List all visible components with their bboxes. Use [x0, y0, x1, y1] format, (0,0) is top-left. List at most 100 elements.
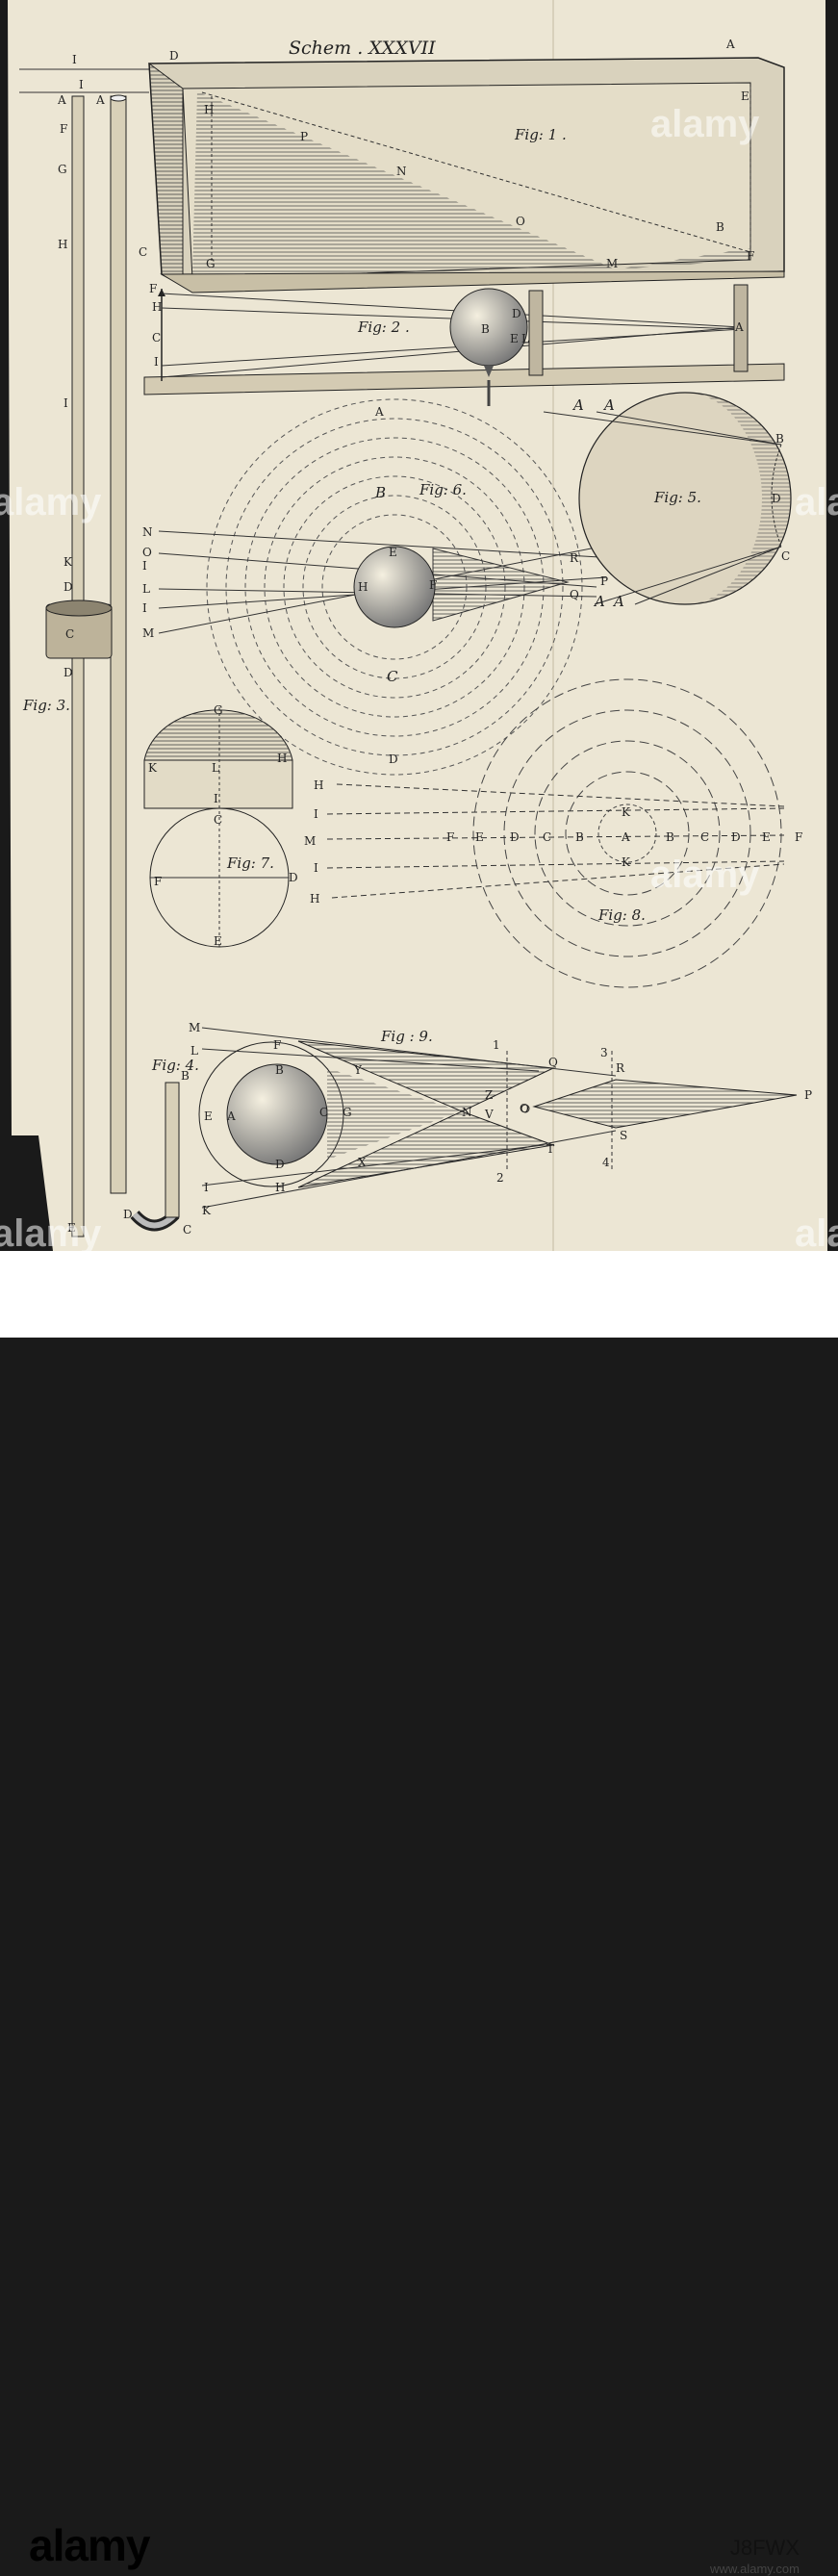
- fig6-letter-I-lower: I: [142, 601, 147, 615]
- fig6-letter-O: O: [142, 546, 152, 559]
- fig1-letter-I-2: I: [79, 78, 84, 91]
- fig8-letter-F-right: F: [795, 830, 802, 844]
- fig1-caption: Fig: 1 .: [514, 126, 567, 143]
- fig1-letter-I-top: I: [72, 53, 77, 66]
- fig6-letter-H: H: [358, 580, 368, 594]
- fig9-eclipse: [198, 1027, 798, 1209]
- fig9-letter-Q: Q: [548, 1056, 558, 1069]
- fig9-letter-C: C: [319, 1106, 328, 1119]
- fig1-letter-D: D: [169, 49, 179, 63]
- fig1-letter-F: F: [747, 249, 754, 263]
- fig8-letter-D-left: D: [510, 830, 520, 844]
- fig8-letter-I-top: I: [314, 807, 318, 821]
- fig8-letter-D-right: D: [731, 830, 741, 844]
- fig4-letter-B: B: [181, 1069, 190, 1083]
- fig5-letter-P: P: [600, 574, 608, 588]
- fig2-letter-A: A: [734, 320, 744, 334]
- fig5-letter-A2: A: [602, 396, 615, 414]
- fig9-letter-K: K: [202, 1204, 212, 1217]
- fig5-globe: [543, 392, 792, 605]
- fig9-letter-V: V: [484, 1108, 494, 1121]
- fig3-right-letter-A: A: [95, 93, 105, 107]
- fig8-letter-H-bottom: H: [310, 892, 319, 905]
- watermark-right: alamy: [795, 481, 838, 523]
- fig7-letter-C: C: [214, 813, 222, 827]
- stock-banner: alamy J8FWX www.alamy.com: [0, 1251, 838, 2576]
- fig8-letter-M: M: [304, 834, 316, 848]
- fig9-letter-L: L: [190, 1044, 198, 1058]
- fig7-letter-D: D: [289, 871, 298, 884]
- watermark-top-right: alamy: [650, 103, 760, 145]
- fig5-letter-A1: A: [571, 396, 584, 414]
- plate-svg: Schem . XXXVII I I D A H E P N O B C G M…: [0, 0, 838, 1255]
- fig9-letter-T: T: [546, 1142, 554, 1156]
- fig6-letter-D: D: [389, 752, 398, 766]
- fig5-letter-A4: A: [612, 593, 624, 610]
- fig9-letter-X: X: [358, 1156, 367, 1169]
- fig7-letter-L: L: [212, 761, 219, 775]
- fig9-letter-R: R: [616, 1061, 625, 1075]
- fig7-letter-H: H: [277, 752, 287, 765]
- fig8-letter-A: A: [621, 830, 630, 844]
- fig7-letter-E: E: [214, 934, 222, 948]
- image-id: J8FWX: [729, 2536, 800, 2560]
- fig9-letter-S: S: [620, 1129, 627, 1142]
- fig2-letter-B: B: [481, 322, 490, 336]
- fig2-letter-D: D: [512, 307, 521, 320]
- fig6-letter-I-upper: I: [142, 559, 147, 573]
- watermark-bottom-right: alamy: [795, 1212, 838, 1251]
- fig1-letter-M: M: [606, 257, 618, 270]
- fig3-letter-D-upper: D: [63, 580, 73, 594]
- fig5-letter-D: D: [772, 492, 781, 505]
- fig3-letter-F: F: [60, 122, 67, 136]
- fig6-letter-C: C: [387, 668, 398, 685]
- watermark-bottom-left: alamy: [0, 1212, 102, 1251]
- fig3-letter-E: E: [67, 1221, 76, 1235]
- fig8-letter-H-top: H: [314, 778, 323, 792]
- fig8-letter-E-left: E: [475, 830, 484, 844]
- fig7-caption: Fig: 7.: [226, 854, 274, 872]
- fig2-letter-F: F: [149, 282, 157, 295]
- fig9-number-3: 3: [600, 1046, 608, 1059]
- fig3-letter-D-lower: D: [63, 666, 73, 679]
- fig9-number-4: 4: [602, 1156, 610, 1169]
- fig3-letter-I: I: [63, 396, 68, 410]
- fig7-shapes: [143, 707, 293, 948]
- fig9-number-2: 2: [496, 1171, 504, 1185]
- fig1-letter-C: C: [139, 245, 147, 259]
- fig5-letter-A3: A: [593, 593, 605, 610]
- fig8-letter-B-left: B: [575, 830, 584, 844]
- fig9-letter-P: P: [804, 1088, 812, 1102]
- fig7-letter-I: I: [214, 792, 218, 805]
- fig9-letter-O: O: [520, 1102, 529, 1115]
- fig9-letter-F: F: [273, 1038, 281, 1052]
- fig9-letter-N: N: [462, 1106, 472, 1119]
- fig6-letter-B: B: [374, 484, 386, 501]
- watermark-left: alamy: [0, 481, 102, 523]
- fig7-letter-F: F: [154, 875, 162, 888]
- fig3-letter-A: A: [57, 93, 66, 107]
- fig8-caption: Fig: 8.: [597, 906, 646, 924]
- fig6-letter-Q: Q: [570, 588, 579, 601]
- fig6-letter-L: L: [142, 582, 150, 596]
- plate-title: Schem . XXXVII: [289, 38, 436, 59]
- fig3-letter-K: K: [63, 555, 73, 569]
- fig8-letter-C-right: C: [700, 830, 709, 844]
- fig1-letter-A: A: [725, 38, 735, 51]
- brand-logo: alamy: [29, 2520, 150, 2570]
- fig9-letter-Z: Z: [485, 1088, 493, 1102]
- fig4-letter-D: D: [123, 1208, 133, 1221]
- fig9-letter-A: A: [226, 1109, 236, 1123]
- fig5-letter-C: C: [781, 549, 790, 563]
- fig8-letter-C-left: C: [543, 830, 551, 844]
- fig8-rays: [326, 783, 785, 899]
- fig8-letter-B-right: B: [666, 830, 674, 844]
- fig9-letter-Y: Y: [353, 1063, 363, 1077]
- fig1-trough: [19, 57, 785, 293]
- fig2-letter-C: C: [152, 331, 161, 344]
- fig3-letter-C: C: [65, 627, 74, 641]
- fig1-letter-N: N: [396, 165, 407, 178]
- fig6-rays: [158, 530, 617, 634]
- engraving-plate: Schem . XXXVII I I D A H E P N O B C G M…: [0, 0, 838, 1255]
- paper-sheet: [8, 0, 827, 1251]
